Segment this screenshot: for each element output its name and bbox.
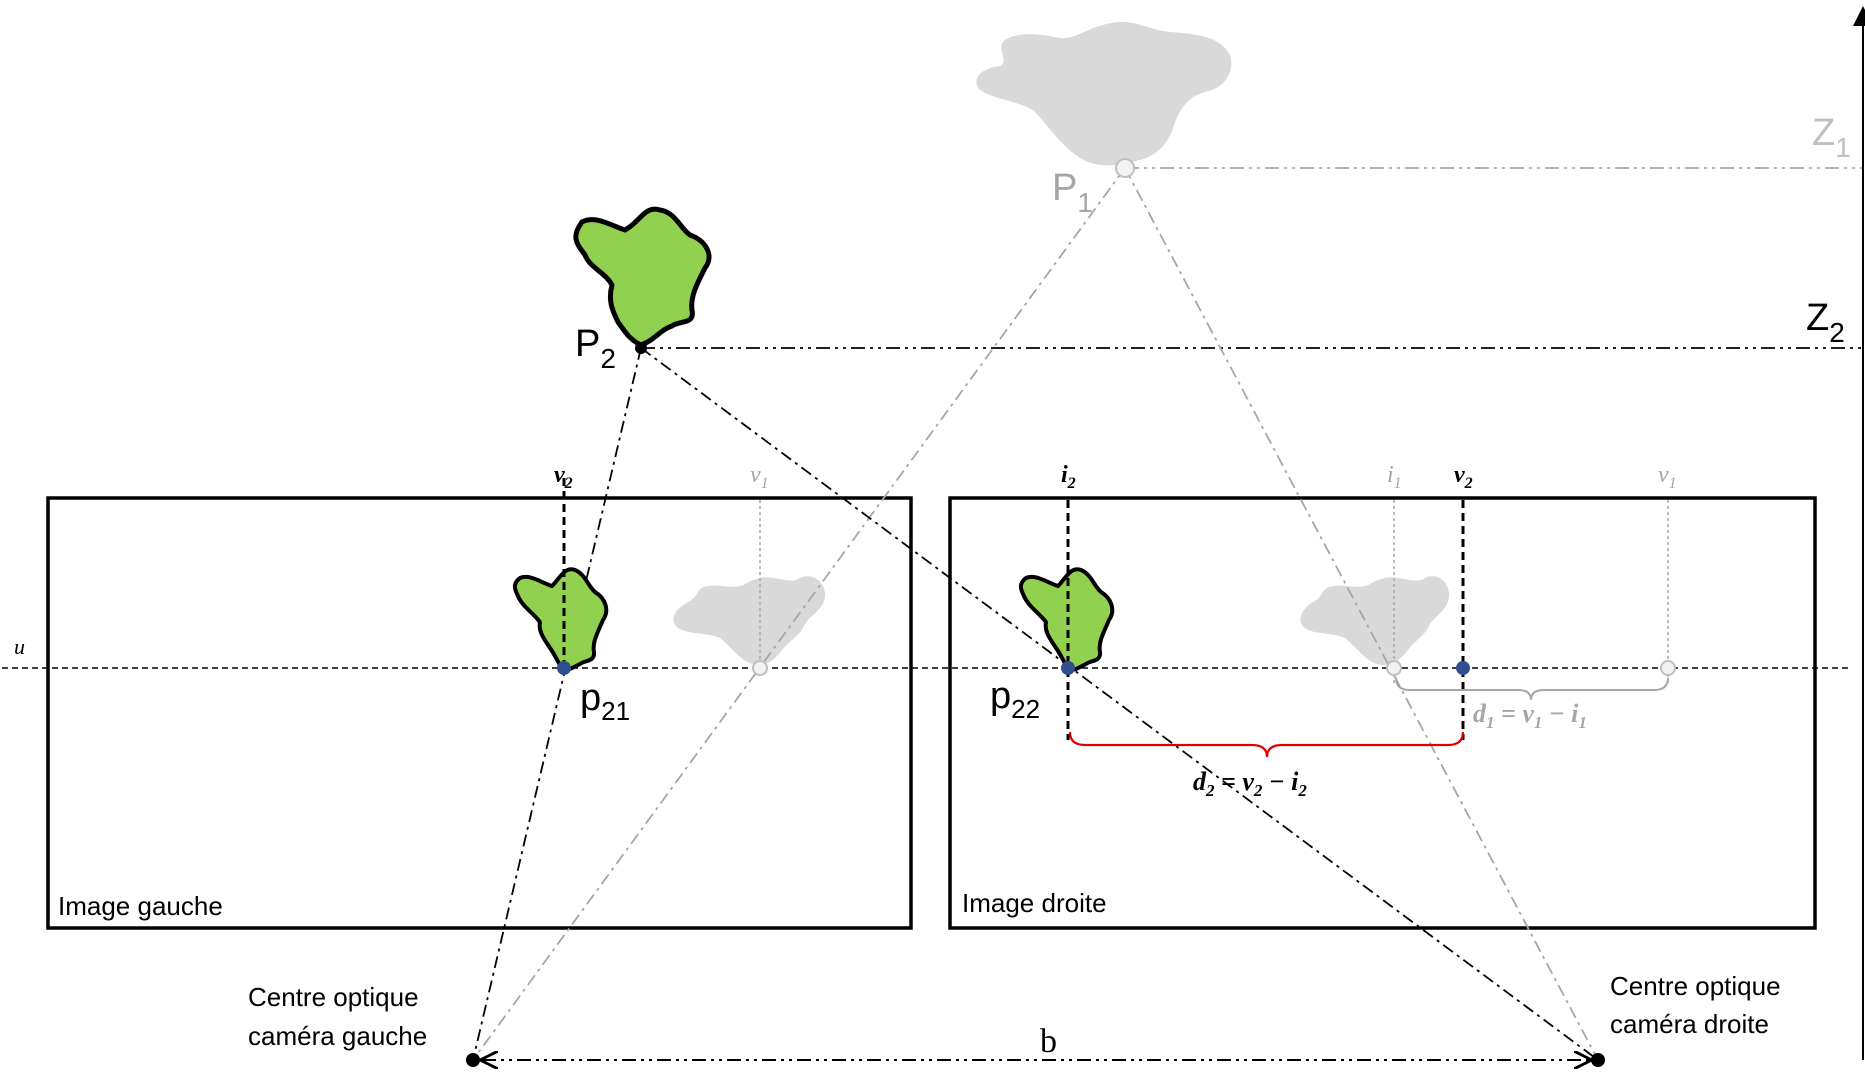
right-image-title: Image droite [962,888,1107,918]
left-camera-label-line2: caméra gauche [248,1021,427,1051]
left-camera-label-line1: Centre optique [248,982,419,1012]
point-left-v1 [752,660,768,676]
p22-label: p22 [990,675,1040,724]
d1-formula: d1 = v1 − i1 [1473,699,1587,732]
right-image-frame [948,496,1817,930]
point-right-i1 [1386,660,1402,676]
right-i2-label: i2 [1061,462,1076,492]
point-p2 [635,342,647,354]
right-camera-label-line2: caméra droite [1610,1009,1769,1039]
left-image-grey-blob [673,576,826,666]
p1-label: P1 [1052,167,1093,218]
ray-p1-left [472,167,1126,1061]
left-image-title: Image gauche [58,891,223,921]
ray-p1-right [1124,167,1599,1061]
p21-label: p21 [580,677,630,726]
baseline-b-label: b [1040,1023,1057,1060]
z1-label: Z1 [1812,112,1851,163]
point-p21 [557,661,571,675]
right-camera-label-line1: Centre optique [1610,971,1781,1001]
point-p1 [1115,158,1135,178]
left-image-green-blob [512,567,609,672]
left-v2-label: v2 [554,462,573,492]
right-v1-label: v1 [1658,462,1677,492]
object-p2-green-blob [573,206,712,348]
left-camera-center-icon [466,1053,480,1067]
left-v1-label: v1 [750,462,769,492]
point-right-v1 [1660,660,1676,676]
ray-p2-right [640,347,1599,1061]
ray-p2-left [472,347,642,1061]
d2-formula: d2 = v2 − i2 [1193,767,1307,800]
d1-brace [1395,677,1669,701]
point-p22 [1061,661,1075,675]
z2-label: Z2 [1806,297,1845,348]
right-i1-label: i1 [1387,462,1402,492]
right-v2-label: v2 [1454,462,1473,492]
object-p1-grey-blob [976,21,1232,166]
point-right-v2 [1456,661,1470,675]
d2-brace [1068,731,1465,758]
left-image-frame [46,496,913,930]
u-label: u [14,634,25,659]
p2-label: P2 [575,323,616,374]
right-camera-center-icon [1591,1053,1605,1067]
right-image-grey-blob [1300,576,1450,666]
